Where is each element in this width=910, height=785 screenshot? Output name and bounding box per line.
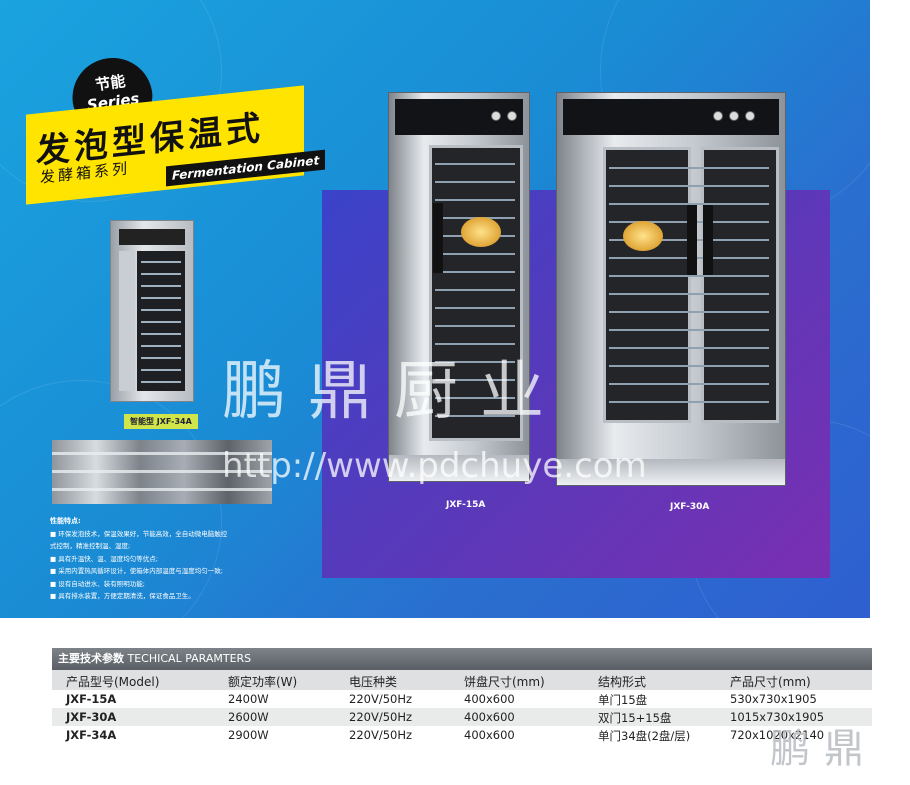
table-cell: 530x730x1905 — [730, 692, 817, 706]
table-cell: 220V/50Hz — [349, 710, 413, 724]
table-cell: 单门34盘(2盘/层) — [598, 729, 691, 743]
glass-door-right — [701, 147, 779, 423]
door-handle — [687, 205, 697, 275]
model-label-jxf-30a: JXF-30A — [670, 502, 710, 512]
feature-item: ■ 设有自动进水、装有照明功能; — [50, 579, 145, 588]
column-header: 饼盘尺寸(mm) — [464, 675, 545, 689]
feature-item: ■ 环保发泡技术，保温效果好，节能高效，全自动微电脑触控 — [50, 529, 228, 538]
table-header-row: 产品型号(Model) 额定功率(W) 电压种类 饼盘尺寸(mm) 结构形式 产… — [52, 670, 872, 690]
cabinet-image-jxf-15a — [388, 92, 530, 482]
side-panel — [119, 251, 135, 391]
small-cabinet-label: 智能型 JXF-34A — [124, 414, 198, 429]
table-cell: 400x600 — [464, 728, 515, 742]
feature-item: 式控制，精准控制温、湿度; — [50, 542, 131, 550]
corner-watermark: 鹏鼎 — [770, 726, 878, 772]
column-header: 产品型号(Model) — [66, 675, 160, 689]
product-sticker — [461, 217, 501, 247]
table-cell: 220V/50Hz — [349, 692, 413, 706]
cabinet-base — [557, 459, 785, 485]
column-header: 电压种类 — [349, 675, 398, 689]
table-cell: JXF-15A — [66, 692, 117, 706]
glass-door — [429, 145, 523, 441]
table-cell: 400x600 — [464, 710, 515, 724]
table-cell: JXF-30A — [66, 710, 117, 724]
product-banner: 节能 Series 发泡型保温式 发酵箱系列 Fermentation Cabi… — [0, 0, 870, 618]
control-panel — [563, 99, 779, 135]
features-list: 性能特点: ■ 环保发泡技术，保温效果好，节能高效，全自动微电脑触控 式控制，精… — [50, 515, 290, 603]
detail-photo — [52, 440, 272, 504]
spec-table-title-cn: 主要技术参数 — [58, 652, 124, 665]
table-row: JXF-15A 2400W 220V/50Hz 400x600 单门15盘 53… — [52, 690, 872, 708]
door-handle — [703, 205, 713, 275]
control-panel — [119, 229, 185, 245]
table-cell: 400x600 — [464, 692, 515, 706]
cabinet-base — [389, 455, 529, 481]
features-heading: 性能特点: — [50, 517, 81, 525]
table-cell: JXF-34A — [66, 728, 117, 742]
product-sticker — [623, 221, 663, 251]
feature-item: ■ 具有排水装置，方便定期清洗，保证食品卫生。 — [50, 592, 195, 600]
table-cell: 720x1020x2140 — [730, 728, 825, 742]
glass-door-left — [603, 147, 691, 423]
spec-table-title: 主要技术参数 TECHICAL PARAMTERS — [52, 648, 872, 670]
table-cell: 2400W — [228, 692, 269, 706]
table-row: JXF-30A 2600W 220V/50Hz 400x600 双门15+15盘… — [52, 708, 872, 726]
cabinet-image-jxf-34a — [110, 220, 194, 402]
cabinet-image-jxf-30a — [556, 92, 786, 486]
table-cell: 1015x730x1905 — [730, 710, 825, 724]
table-cell: 双门15+15盘 — [598, 711, 672, 725]
model-label-jxf-15a: JXF-15A — [446, 500, 486, 510]
column-header: 结构形式 — [598, 675, 647, 689]
watermark-url: http://www.pdchuye.com — [222, 446, 647, 486]
feature-item: ■ 具有升温快、温、湿度均匀等优点; — [50, 554, 158, 563]
column-header: 产品尺寸(mm) — [730, 675, 811, 689]
table-cell: 2600W — [228, 710, 269, 724]
spec-table-title-en: TECHICAL PARAMTERS — [127, 652, 252, 665]
column-header: 额定功率(W) — [228, 675, 298, 689]
watermark-brand: 鹏鼎厨业 — [222, 355, 566, 429]
feature-item: ■ 采用内置热风循环设计，使箱体内部温度与湿度均匀一致; — [50, 567, 223, 575]
table-row: JXF-34A 2900W 220V/50Hz 400x600 单门34盘(2盘… — [52, 726, 872, 744]
table-cell: 单门15盘 — [598, 693, 648, 707]
control-panel — [395, 99, 523, 135]
door-handle — [433, 203, 443, 273]
spec-table: 主要技术参数 TECHICAL PARAMTERS 产品型号(Model) 额定… — [52, 648, 872, 744]
table-cell: 2900W — [228, 728, 269, 742]
table-cell: 220V/50Hz — [349, 728, 413, 742]
